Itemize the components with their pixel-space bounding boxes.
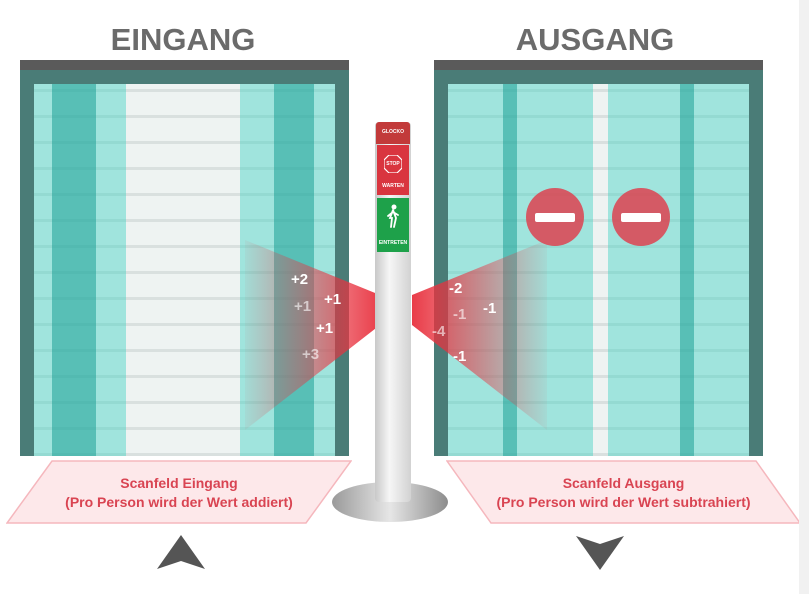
entrance-door [20, 60, 349, 456]
stop-sign-text: STOP [386, 161, 400, 167]
enter-panel: EINTRETEN [377, 198, 409, 252]
entrance-heading: EINGANG [110, 22, 256, 57]
entrance-scanfield-title: Scanfeld Eingang [120, 475, 238, 491]
arrow-down-icon [576, 536, 624, 570]
scrollbar[interactable] [799, 0, 809, 594]
entrance-scanfield-description: (Pro Person wird der Wert addiert) [65, 494, 293, 510]
no-entry-icon [612, 188, 670, 246]
exit-count: -1 [453, 306, 467, 323]
exit-count: -1 [453, 348, 467, 365]
enter-label: EINTRETEN [378, 240, 408, 246]
exit-scanfield-description: (Pro Person wird der Wert subtrahiert) [496, 494, 751, 510]
exit-count: -1 [483, 300, 497, 317]
entrance-count: +3 [302, 346, 320, 363]
stop-sign-icon [384, 155, 402, 173]
door-frame-top [434, 60, 763, 70]
pillar-brand: GLOCKO [382, 129, 404, 135]
entrance-count: +1 [294, 298, 312, 315]
pillar-cap: GLOCKO [376, 122, 410, 144]
wait-label: WARTEN [382, 183, 404, 189]
walking-person-icon [387, 204, 399, 228]
entrance-count: +1 [316, 320, 334, 337]
entrance-scanfield: Scanfeld Eingang (Pro Person wird der We… [6, 460, 352, 524]
exit-glass [448, 84, 749, 456]
pillar-base [332, 482, 448, 522]
exit-scanfield-label: Scanfeld Ausgang (Pro Person wird der We… [446, 474, 801, 512]
exit-scanfield-title: Scanfeld Ausgang [562, 475, 685, 491]
exit-scanfield: Scanfeld Ausgang (Pro Person wird der We… [446, 460, 801, 524]
stop-panel: STOP WARTEN [377, 145, 409, 195]
exit-scan-beam [412, 240, 547, 430]
door-frame-top [20, 60, 349, 70]
exit-door [434, 60, 763, 456]
entrance-glass [34, 84, 335, 456]
entrance-scanfield-label: Scanfeld Eingang (Pro Person wird der We… [6, 474, 352, 512]
exit-heading: AUSGANG [515, 22, 675, 57]
entrance-count: +2 [291, 271, 309, 288]
no-entry-icon [526, 188, 584, 246]
entrance-scan-beam [245, 240, 380, 430]
exit-count: -4 [432, 323, 446, 340]
exit-count: -2 [449, 280, 463, 297]
arrow-up-icon [157, 535, 205, 569]
entrance-count: +1 [324, 291, 342, 308]
